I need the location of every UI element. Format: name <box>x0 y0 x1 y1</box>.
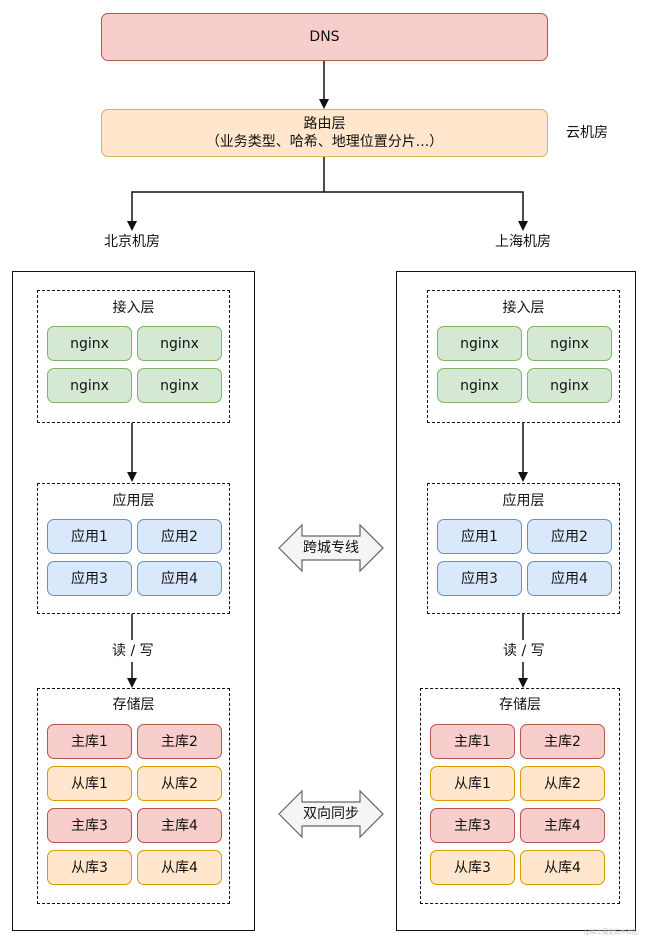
read-write-label: 读 / 写 <box>503 642 545 660</box>
storage-layer-beijing: 存储层 <box>37 688 230 904</box>
region-label-beijing: 北京机房 <box>104 234 160 250</box>
app-node: 应用1 <box>437 519 522 554</box>
replica-db-node: 从库4 <box>137 850 222 885</box>
app-node: 应用1 <box>47 519 132 554</box>
routing-title: 路由层 <box>303 116 346 132</box>
replica-db-node: 从库1 <box>47 766 132 801</box>
routing-split-line <box>127 157 325 231</box>
nginx-node: nginx <box>527 326 612 361</box>
watermark: @稀土掘金技术社区 <box>583 929 638 936</box>
nginx-node: nginx <box>47 368 132 403</box>
region-label-shanghai: 上海机房 <box>495 234 551 250</box>
app-layer-beijing: 应用层 <box>37 483 230 614</box>
replica-db-node: 从库2 <box>137 766 222 801</box>
read-write-label: 读 / 写 <box>112 642 154 660</box>
dns-box: DNS <box>101 13 548 61</box>
cross-region-double-arrow <box>278 523 384 573</box>
nginx-node: nginx <box>47 326 132 361</box>
master-db-node: 主库1 <box>47 724 132 759</box>
app-node: 应用2 <box>527 519 612 554</box>
app-layer-title: 应用层 <box>112 493 155 509</box>
routing-subtitle: （业务类型、哈希、地理位置分片...） <box>205 134 444 150</box>
master-db-node: 主库2 <box>520 724 605 759</box>
nginx-node: nginx <box>137 326 222 361</box>
app-node: 应用2 <box>137 519 222 554</box>
app-layer-title: 应用层 <box>502 493 545 509</box>
bidirectional-sync-double-arrow <box>278 789 384 839</box>
bidirectional-sync-label: 双向同步 <box>303 806 359 822</box>
app-layer-shanghai: 应用层 <box>427 483 620 614</box>
region-beijing <box>12 271 255 931</box>
storage-layer-title: 存储层 <box>499 697 541 713</box>
region-shanghai <box>396 271 636 931</box>
replica-db-node: 从库3 <box>430 850 515 885</box>
replica-db-node: 从库3 <box>47 850 132 885</box>
replica-db-node: 从库1 <box>430 766 515 801</box>
storage-layer-title: 存储层 <box>112 697 155 713</box>
master-db-node: 主库4 <box>137 808 222 843</box>
master-db-node: 主库1 <box>430 724 515 759</box>
routing-layer-box: 路由层 （业务类型、哈希、地理位置分片...） <box>101 109 548 157</box>
access-layer-beijing: 接入层 <box>37 290 230 423</box>
app-node: 应用4 <box>137 561 222 596</box>
app-node: 应用4 <box>527 561 612 596</box>
nginx-node: nginx <box>527 368 612 403</box>
master-db-node: 主库3 <box>47 808 132 843</box>
access-layer-title: 接入层 <box>502 300 545 316</box>
routing-split-line-right <box>324 191 528 231</box>
replica-db-node: 从库4 <box>520 850 605 885</box>
master-db-node: 主库3 <box>430 808 515 843</box>
cloud-room-label: 云机房 <box>566 125 608 141</box>
access-layer-shanghai: 接入层 <box>427 290 620 423</box>
master-db-node: 主库2 <box>137 724 222 759</box>
master-db-node: 主库4 <box>520 808 605 843</box>
app-node: 应用3 <box>437 561 522 596</box>
nginx-node: nginx <box>137 368 222 403</box>
replica-db-node: 从库2 <box>520 766 605 801</box>
storage-layer-shanghai: 存储层 <box>420 688 620 904</box>
dns-label: DNS <box>309 29 340 45</box>
access-layer-title: 接入层 <box>112 300 155 316</box>
cross-region-link-label: 跨城专线 <box>303 540 359 556</box>
nginx-node: nginx <box>437 368 522 403</box>
nginx-node: nginx <box>437 326 522 361</box>
app-node: 应用3 <box>47 561 132 596</box>
